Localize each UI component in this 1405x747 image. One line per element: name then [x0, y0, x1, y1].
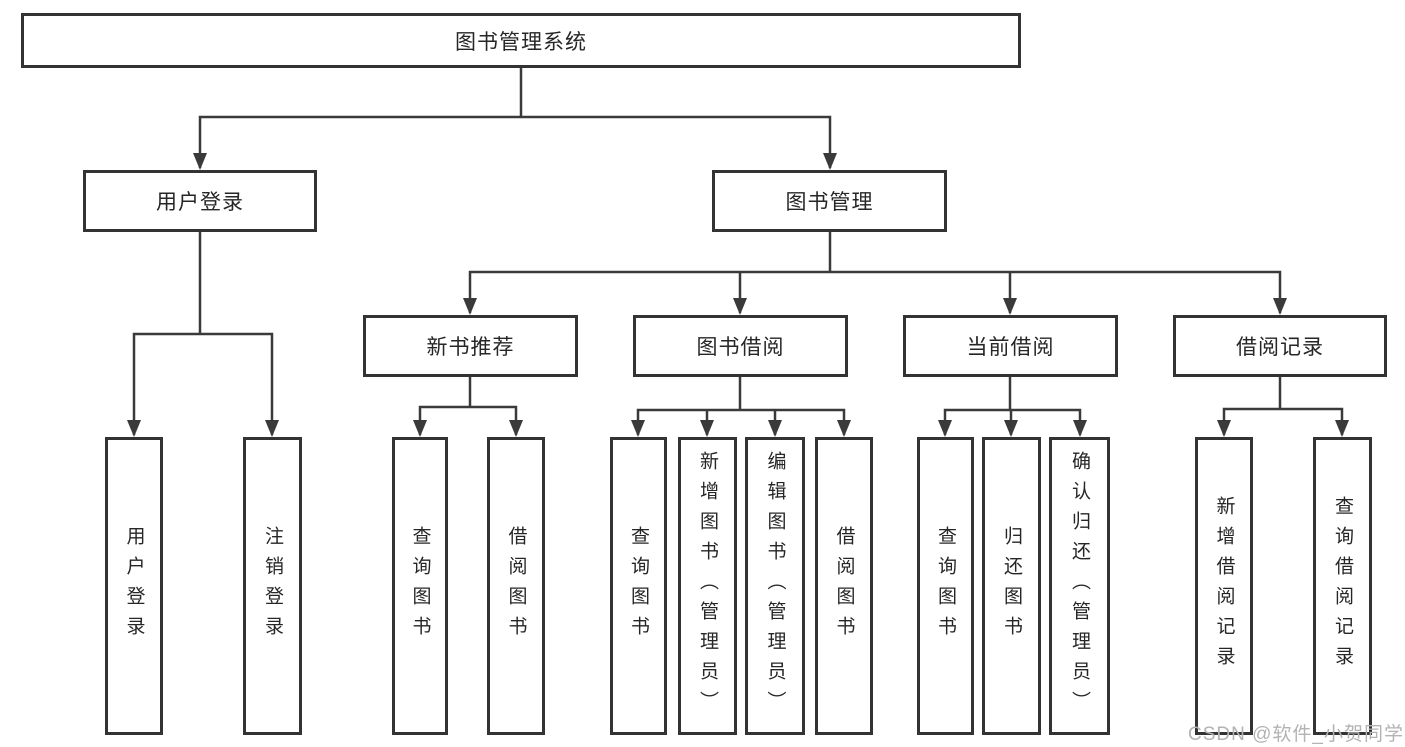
- node-book-management: 图书管理: [712, 170, 947, 232]
- node-label: 归还图书: [1001, 526, 1022, 646]
- node-label: 借阅图书: [505, 526, 527, 646]
- node-label: 图书管理系统: [455, 30, 587, 54]
- node-label: 借阅图书: [833, 526, 855, 646]
- arrow-icon: [938, 420, 952, 437]
- arrowheads: [127, 153, 1349, 437]
- arrow-icon: [413, 420, 427, 437]
- arrow-icon: [193, 153, 207, 170]
- arrow-icon: [768, 420, 782, 437]
- node-leaf-borrow-books-recommend: 借阅图书: [487, 437, 545, 735]
- arrow-icon: [1004, 420, 1018, 437]
- node-label: 用户登录: [156, 191, 244, 214]
- node-new-book-recommend: 新书推荐: [363, 315, 578, 377]
- arrow-icon: [509, 420, 523, 437]
- csdn-watermark: CSDN @软件_小贺同学: [1188, 724, 1404, 745]
- arrow-icon: [1335, 420, 1349, 437]
- arrow-icon: [837, 420, 851, 437]
- connector-root-to-level2: [198, 68, 832, 168]
- node-label: 查询借阅记录: [1332, 496, 1353, 676]
- node-leaf-query-books-recommend: 查询图书: [392, 437, 448, 735]
- node-label: 查询图书: [935, 526, 956, 646]
- node-leaf-logout: 注销登录: [243, 437, 302, 735]
- node-label: 借阅记录: [1236, 336, 1324, 359]
- node-leaf-edit-books-admin: 编辑图书（管理员）: [745, 437, 805, 735]
- node-label: 新增借阅记录: [1213, 496, 1235, 676]
- connector-borrowrecord-to-leaves: [1222, 377, 1344, 435]
- node-leaf-query-borrow-record: 查询借阅记录: [1313, 437, 1372, 735]
- node-label: 当前借阅: [966, 336, 1055, 359]
- arrow-icon: [463, 298, 477, 315]
- node-label: 注销登录: [262, 526, 283, 646]
- node-current-borrow: 当前借阅: [903, 315, 1118, 377]
- arrow-icon: [733, 298, 747, 315]
- node-leaf-query-books-current: 查询图书: [917, 437, 974, 735]
- node-book-borrow: 图书借阅: [633, 315, 848, 377]
- node-label: 查询图书: [628, 526, 649, 646]
- arrow-icon: [700, 420, 714, 437]
- arrow-icon: [1073, 420, 1087, 437]
- node-leaf-user-login: 用户登录: [105, 437, 163, 735]
- arrow-icon: [127, 420, 141, 437]
- node-label: 查询图书: [409, 526, 431, 646]
- node-label: 新书推荐: [426, 336, 515, 359]
- connector-newbook-to-leaves: [418, 377, 518, 435]
- arrow-icon: [1273, 298, 1287, 315]
- arrow-icon: [1003, 298, 1017, 315]
- node-library-system: 图书管理系统: [21, 13, 1021, 68]
- arrow-icon: [1217, 420, 1231, 437]
- node-leaf-borrow-books: 借阅图书: [815, 437, 873, 735]
- node-leaf-confirm-return-admin: 确认归还（管理员）: [1049, 437, 1110, 735]
- node-label: 图书借阅: [696, 336, 785, 359]
- node-label: 图书管理: [785, 191, 874, 214]
- node-label: 新增图书（管理员）: [697, 451, 718, 721]
- node-user-login-group: 用户登录: [83, 170, 317, 232]
- connector-bookborrow-to-leaves: [636, 377, 846, 435]
- arrow-icon: [265, 420, 279, 437]
- node-leaf-query-books-borrow: 查询图书: [610, 437, 667, 735]
- connector-userlogin-to-leaves: [132, 232, 274, 435]
- arrow-icon: [631, 420, 645, 437]
- node-leaf-add-books-admin: 新增图书（管理员）: [678, 437, 737, 735]
- node-leaf-return-books: 归还图书: [982, 437, 1041, 735]
- node-borrow-records: 借阅记录: [1173, 315, 1387, 377]
- arrow-icon: [823, 153, 837, 170]
- connector-bookmgmt-to-level3: [468, 232, 1282, 313]
- node-label: 编辑图书（管理员）: [764, 451, 786, 721]
- node-leaf-add-borrow-record: 新增借阅记录: [1195, 437, 1253, 735]
- node-label: 确认归还（管理员）: [1069, 451, 1090, 721]
- node-label: 用户登录: [123, 526, 145, 646]
